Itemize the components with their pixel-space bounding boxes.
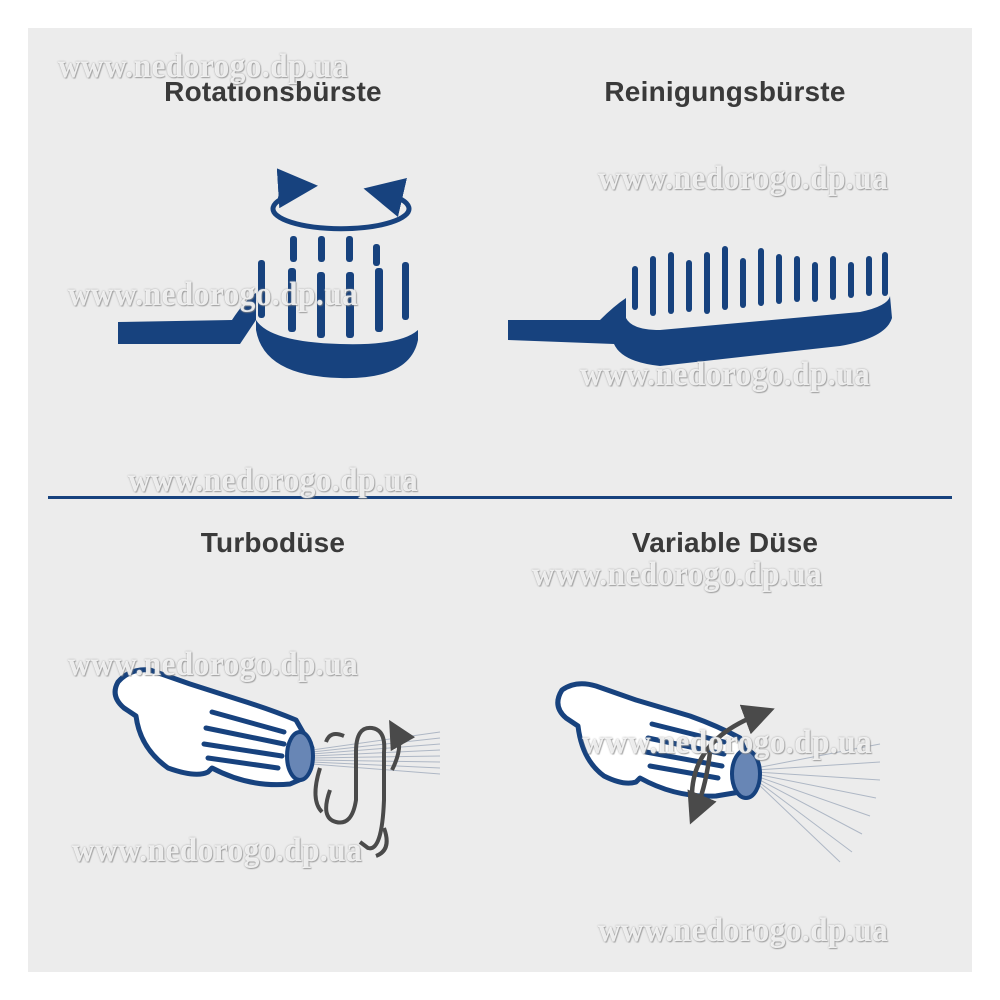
section-divider xyxy=(48,496,952,499)
turbo-nozzle-title: Turbodüse xyxy=(200,527,346,558)
rotation-brush-title: Rotationsbürste xyxy=(164,76,382,107)
turbo-nozzle-icon xyxy=(112,667,441,858)
rotating-brush-icon xyxy=(118,168,418,379)
background-panel xyxy=(28,28,972,972)
variable-nozzle-title: Variable Düse xyxy=(631,527,819,558)
cleaning-brush-icon xyxy=(508,246,892,366)
cleaning-brush-title: Reinigungsbürste xyxy=(604,76,846,107)
variable-nozzle-icon xyxy=(555,681,881,863)
